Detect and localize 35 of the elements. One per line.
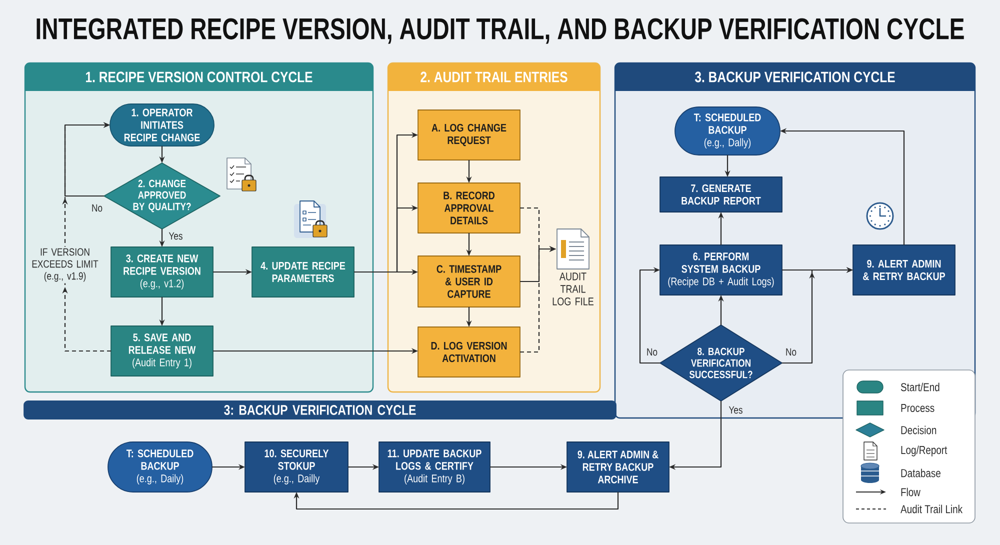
process-box: 3. CREATE NEW RECIPE VERSION (e.g., v1.2) <box>110 246 214 298</box>
edge-label: Yes <box>727 404 744 416</box>
legend-label: Decision <box>901 426 936 434</box>
process-box: A. LOG CHANGE REQUEST <box>418 110 520 160</box>
process-box: 9. ALERT ADMIN & RETRY BACKUP <box>852 244 956 296</box>
terminal-box: 1. OPERATOR INITIATES RECIPE CHANGE <box>110 104 214 146</box>
terminal-box: T: SCHEDULED BACKUP (e.g., Daily) <box>108 442 212 492</box>
process-box: 4. UPDATE RECIPE PARAMETERS <box>252 246 354 298</box>
legend-label: Flow <box>901 488 920 496</box>
terminal-box: T: SCHEDULED BACKUP (e.g., Dally) <box>674 106 780 156</box>
edge-label: Yes <box>167 230 184 242</box>
process-box: 9. ALERT ADMIN & RETRY BACKUP ARCHIVE <box>566 442 670 492</box>
legend-label: Start/End <box>900 382 940 392</box>
edge-label: IF VERSION EXCEEDS LIMIT (e.g., v1.9) <box>30 246 100 284</box>
edge-label: No <box>90 202 104 214</box>
process-box: 6. PERFORM SYSTEM BACKUP (Recipe DB + Audit Logs) <box>660 244 782 296</box>
legend-label: Database <box>901 468 940 478</box>
edge-label: No <box>645 346 659 358</box>
process-box: 7. GENERATE BACKUP REPORT <box>660 176 782 212</box>
arrow <box>639 267 660 364</box>
banner: 3: BACKUP VERIFICATION CYCLE <box>24 400 616 420</box>
process-box: D. LOG VERSION ACTIVATION <box>418 326 520 378</box>
process-box: B. RECORD APPROVAL DETAILS <box>418 182 520 234</box>
dashed-arrow <box>62 122 111 352</box>
process-box: C. TIMESTAMP & USER ID CAPTURE <box>418 256 520 308</box>
process-box: 10. SECURELY STOKUP (e.g., Dailly <box>244 442 348 492</box>
legend-label: Log/Report <box>901 446 948 456</box>
file-label: AUDIT TRAIL LOG FILE <box>552 272 594 306</box>
edge-label: No <box>784 346 798 358</box>
arrow <box>294 492 619 510</box>
process-box: 5. SAVE AND RELEASE NEW (Audit Entry 1) <box>110 326 214 376</box>
legend-label: Audit Trail Link <box>900 504 963 514</box>
process-box: 11. UPDATE BACKUP LOGS & CERTIFY (Audit Entry B) <box>378 442 490 492</box>
title: INTEGRATED RECIPE VERSION, AUDIT TRAIL, AND BACKUP VERIFICATION CYCLE <box>36 18 964 44</box>
legend-label: Process <box>901 404 934 412</box>
